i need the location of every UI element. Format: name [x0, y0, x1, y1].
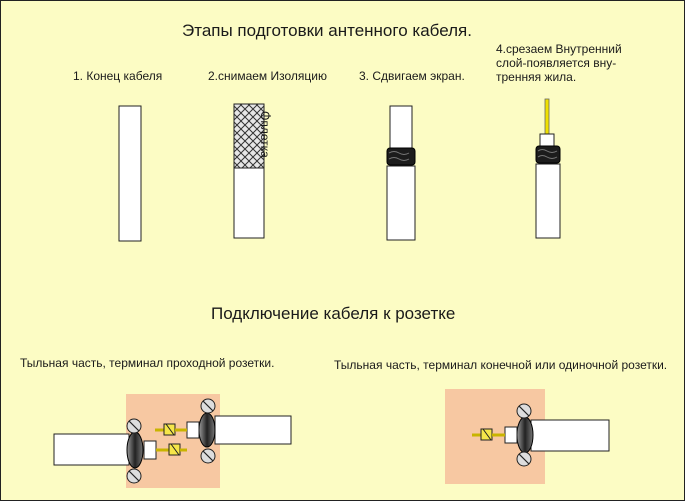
step-2-label: 2.снимаем Изоляцию — [208, 69, 327, 83]
braid-callout: Оплетка — [258, 111, 272, 158]
braid-exposed-figure — [233, 103, 271, 239]
step-1-label: 1. Конец кабеля — [73, 69, 163, 83]
step-4-label: 4.срезаем Внутренний слой-появляется вну… — [496, 42, 622, 84]
pass-through-terminal-figure — [53, 394, 292, 488]
braid-shifted-figure — [386, 105, 416, 241]
end-terminal-label: Тыльная часть, терминал конечной или оди… — [334, 358, 668, 372]
connection-title: Подключение кабеля к розетке — [211, 304, 456, 323]
pass-through-terminal-label: Тыльная часть, терминал проходной розетк… — [20, 356, 275, 370]
end-terminal-figure — [445, 389, 610, 484]
step-3-label: 3. Сдвигаем экран. — [359, 69, 465, 83]
main-title: Этапы подготовки антенного кабеля. — [182, 21, 472, 40]
core-exposed-figure — [535, 98, 561, 239]
cable-end-figure — [118, 105, 142, 242]
